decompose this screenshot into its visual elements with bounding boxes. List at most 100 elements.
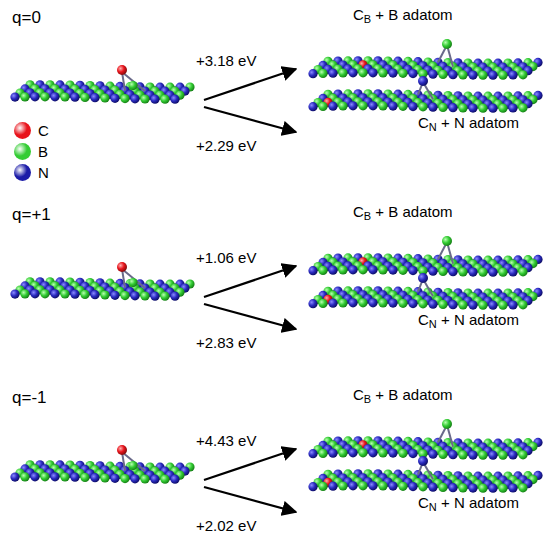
atom <box>20 92 29 101</box>
atom <box>358 101 367 110</box>
atom <box>438 483 447 492</box>
atom <box>378 68 387 77</box>
atom <box>308 449 317 458</box>
atom <box>378 101 387 110</box>
atom <box>318 299 327 308</box>
atom <box>388 298 397 307</box>
atom <box>338 481 347 490</box>
atom <box>388 101 397 110</box>
atom <box>50 289 59 298</box>
atom <box>498 104 507 113</box>
energy-label: +2.83 eV <box>196 334 256 351</box>
atom <box>128 461 137 470</box>
atom <box>328 449 337 458</box>
atom <box>328 102 337 111</box>
atom <box>448 103 457 112</box>
atom <box>140 474 149 483</box>
atom <box>170 475 179 484</box>
atom <box>358 265 367 274</box>
atom <box>448 450 457 459</box>
atom <box>308 102 317 111</box>
energy-label: +4.43 eV <box>196 432 256 449</box>
atom <box>398 102 407 111</box>
atom <box>348 101 357 110</box>
energy-label: +2.29 eV <box>196 137 256 154</box>
atom <box>318 266 327 275</box>
atom <box>40 472 49 481</box>
atom <box>70 473 79 482</box>
atom <box>120 291 129 300</box>
legend-text: C <box>38 122 49 139</box>
atom <box>30 92 39 101</box>
atom <box>398 299 407 308</box>
atom <box>478 268 487 277</box>
atom <box>40 92 49 101</box>
atom <box>368 298 377 307</box>
atom <box>498 268 507 277</box>
atom <box>348 481 357 490</box>
atom <box>408 482 417 491</box>
atom <box>30 472 39 481</box>
atom <box>90 290 99 299</box>
atom <box>368 68 377 77</box>
atom <box>408 299 417 308</box>
atom <box>458 70 467 79</box>
atom <box>442 419 452 429</box>
atom <box>348 68 357 77</box>
atom <box>60 472 69 481</box>
atom <box>508 70 517 79</box>
atom <box>508 483 517 492</box>
atom <box>328 69 337 78</box>
atom <box>418 76 428 86</box>
atom <box>128 278 137 287</box>
structure-label: CN + N adatom <box>418 311 519 328</box>
legend-text: N <box>38 164 49 181</box>
atom <box>338 298 347 307</box>
energy-label: +3.18 eV <box>196 52 256 69</box>
atom <box>117 445 127 455</box>
atom <box>498 71 507 80</box>
atom <box>120 94 129 103</box>
atom <box>117 65 127 75</box>
atom <box>438 103 447 112</box>
atom <box>308 482 317 491</box>
atom <box>10 289 19 298</box>
atom <box>130 291 139 300</box>
atom <box>90 93 99 102</box>
atom <box>150 95 159 104</box>
atom <box>150 475 159 484</box>
atom <box>368 265 377 274</box>
atom <box>458 103 467 112</box>
atom <box>478 71 487 80</box>
atom <box>378 481 387 490</box>
atom <box>448 70 457 79</box>
atom <box>438 300 447 309</box>
atom <box>488 301 497 310</box>
atom <box>348 448 357 457</box>
reaction-arrow <box>204 449 296 480</box>
atom <box>468 103 477 112</box>
atom <box>160 292 169 301</box>
atom <box>508 300 517 309</box>
hbn-sheet <box>10 445 194 484</box>
atom <box>378 298 387 307</box>
atom <box>488 484 497 493</box>
atom <box>40 289 49 298</box>
atom <box>518 103 527 112</box>
atom <box>388 481 397 490</box>
reaction-arrow <box>204 304 296 329</box>
atom <box>428 70 437 79</box>
atom <box>518 450 527 459</box>
atom <box>120 474 129 483</box>
hbn-sheet <box>308 273 542 310</box>
atom <box>110 474 119 483</box>
atom <box>488 268 497 277</box>
atom <box>468 450 477 459</box>
atom <box>338 101 347 110</box>
atom <box>308 69 317 78</box>
atom <box>170 95 179 104</box>
atom <box>150 292 159 301</box>
legend-text: B <box>38 143 48 160</box>
reaction-arrow <box>204 69 296 100</box>
atom <box>50 472 59 481</box>
